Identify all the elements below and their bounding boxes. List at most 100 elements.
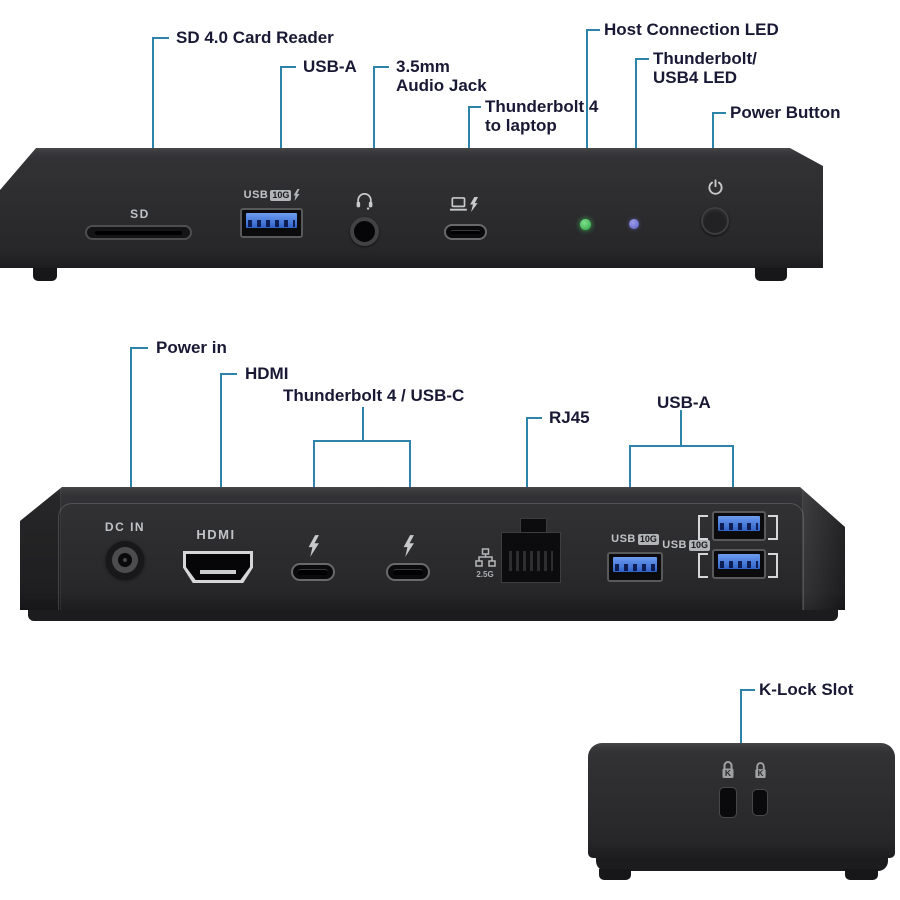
callout-label-k-lock-slot: K-Lock Slot xyxy=(759,680,853,699)
usb-pins xyxy=(720,561,758,568)
laptop-bolt-icon xyxy=(449,197,479,212)
callout-text: Power Button xyxy=(730,103,841,122)
callout-label-power-button: Power Button xyxy=(730,103,841,122)
power-button[interactable] xyxy=(701,207,729,235)
rear-right-facet xyxy=(802,487,845,610)
callout-label-thunderbolt-to-laptop: Thunderbolt 4 to laptop xyxy=(485,97,598,135)
lock-letter: K xyxy=(758,769,764,778)
callout-line-usb-a-rear xyxy=(680,410,682,445)
callout-line-k-lock xyxy=(740,689,742,751)
callout-line-rj45 xyxy=(526,417,542,419)
usb-c-opening xyxy=(393,569,423,575)
callout-line-hdmi xyxy=(220,373,237,375)
usb-mount-bracket xyxy=(698,553,708,578)
callout-text: K-Lock Slot xyxy=(759,680,854,699)
usb-label-text: USB xyxy=(243,189,269,201)
k-lock-icon: K xyxy=(755,762,766,778)
usb-pins xyxy=(720,523,758,530)
usb-tongue xyxy=(718,516,760,531)
usb-label-text: USB xyxy=(611,533,636,545)
rear-panel-outline xyxy=(58,503,804,610)
dock-rear-base xyxy=(28,608,838,621)
hdmi-port xyxy=(183,551,253,583)
callout-text: to laptop xyxy=(485,116,557,135)
usb-a-port xyxy=(712,511,766,541)
sd-port-label: SD xyxy=(130,207,150,221)
callout-label-thunderbolt-usb4-led: Thunderbolt/ USB4 LED xyxy=(653,49,757,87)
thunderbolt-port-2 xyxy=(386,563,430,581)
lock-letter: K xyxy=(725,768,732,778)
callout-text: Thunderbolt 4 xyxy=(485,97,599,116)
callout-line-thunderbolt-usbc xyxy=(409,440,411,520)
hdmi-opening xyxy=(186,554,250,580)
callout-line-thunderbolt-usbc xyxy=(313,440,411,442)
callout-line-power-button xyxy=(712,112,714,172)
callout-text: USB4 LED xyxy=(653,68,738,87)
dc-in-hole xyxy=(118,553,132,567)
callout-line-thunderbolt-usbc xyxy=(362,407,364,440)
charging-bolt-icon xyxy=(293,189,300,201)
callout-line-usb-a xyxy=(280,66,296,68)
callout-text: Audio Jack xyxy=(396,76,487,95)
callout-label-usb-a-rear: USB-A xyxy=(657,393,711,412)
dock-side-view: K K xyxy=(588,743,895,858)
usb-tongue xyxy=(246,213,297,228)
usb-port-label: USB 10G xyxy=(603,533,667,545)
callout-text: SD 4.0 Card Reader xyxy=(176,28,334,47)
callout-label-audio-jack: 3.5mm Audio Jack xyxy=(396,57,487,95)
callout-line-usb-a-rear xyxy=(732,445,734,506)
callout-line-usb4-led xyxy=(635,58,637,204)
usb-a-port xyxy=(607,552,663,582)
callout-line-power-in xyxy=(130,347,132,521)
ethernet-icon xyxy=(475,548,496,567)
hdmi-contacts xyxy=(200,570,236,574)
callout-label-host-connection-led: Host Connection LED xyxy=(604,20,779,39)
usb-tongue xyxy=(613,557,657,572)
callout-text: RJ45 xyxy=(549,408,590,427)
k-lock-icon: K xyxy=(722,761,734,778)
thunderbolt-port-1 xyxy=(291,563,335,581)
callout-text: Thunderbolt 4 / USB-C xyxy=(283,386,465,405)
callout-label-power-in: Power in xyxy=(156,338,227,357)
callout-line-sd xyxy=(152,37,154,200)
usb-speed-badge: 10G xyxy=(637,533,659,545)
callout-line-usb-a-rear xyxy=(629,445,734,447)
dock-rear-view: DC IN HDMI xyxy=(20,487,845,610)
usb-a-port xyxy=(712,549,766,579)
callout-label-sd-card-reader: SD 4.0 Card Reader xyxy=(176,28,334,47)
callout-label-usb-a: USB-A xyxy=(303,57,357,76)
callout-text: Thunderbolt/ xyxy=(653,49,757,68)
usb-c-opening xyxy=(451,230,480,234)
sd-slot-opening xyxy=(95,231,182,235)
callout-line-audio xyxy=(373,66,389,68)
usb-port-label: USB 10G xyxy=(660,539,710,551)
ethernet-speed-label: 2.5G xyxy=(476,570,494,579)
thunderbolt-usb4-led xyxy=(629,219,639,229)
callout-line-power-button xyxy=(712,112,726,114)
callout-text: 3.5mm xyxy=(396,57,450,76)
callout-line-power-in xyxy=(130,347,148,349)
dock-foot xyxy=(33,266,57,281)
dock-foot xyxy=(845,869,878,880)
dock-foot xyxy=(599,869,631,880)
callout-text: HDMI xyxy=(245,364,289,383)
usb-mount-bracket xyxy=(768,515,778,540)
k-lock-slot xyxy=(752,789,768,816)
callout-line-hdmi xyxy=(220,373,222,521)
callout-line-host-led xyxy=(586,29,600,31)
usb-c-opening xyxy=(298,569,328,575)
usb-a-port xyxy=(240,208,303,238)
callout-line-thunderbolt-usbc xyxy=(313,440,315,520)
callout-line-audio xyxy=(373,66,375,181)
rj45-port xyxy=(501,532,561,583)
dc-in-jack xyxy=(106,541,144,579)
rear-left-facet xyxy=(20,487,61,610)
callout-label-hdmi: HDMI xyxy=(245,364,288,383)
thunderbolt-icon xyxy=(403,535,414,557)
callout-text: Host Connection LED xyxy=(604,20,779,39)
host-connection-led xyxy=(580,219,591,230)
power-icon xyxy=(708,179,723,195)
callout-line-tb-host xyxy=(468,106,481,108)
audio-jack-port xyxy=(350,217,379,246)
